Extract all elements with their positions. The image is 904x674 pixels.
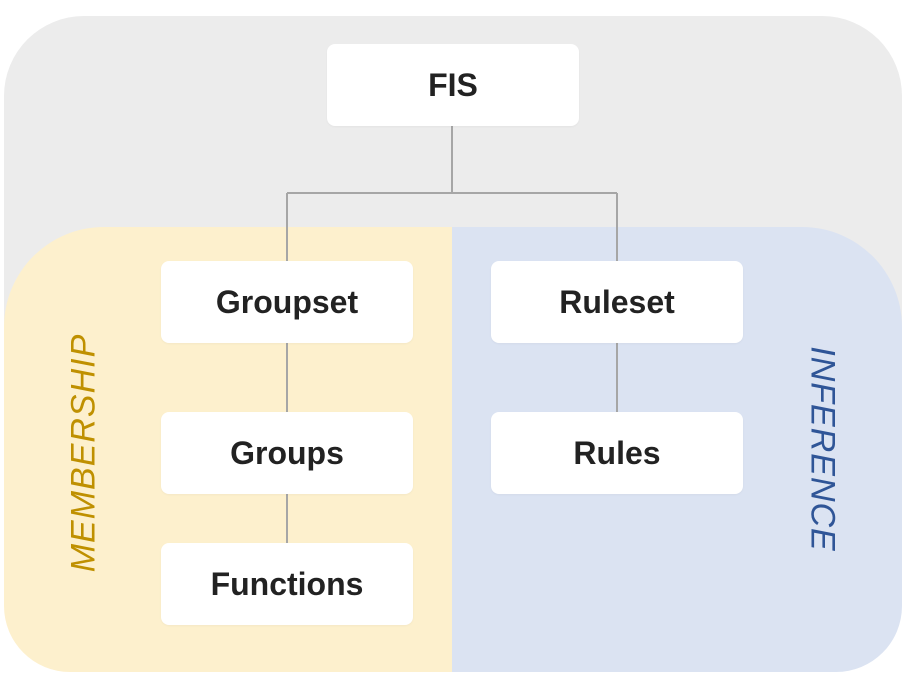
- node-functions: Functions: [161, 543, 413, 625]
- inference-label: INFERENCE: [803, 346, 842, 552]
- node-groupset: Groupset: [161, 261, 413, 343]
- node-fis: FIS: [327, 44, 579, 126]
- node-groups: Groups: [161, 412, 413, 494]
- node-ruleset: Ruleset: [491, 261, 743, 343]
- node-rules: Rules: [491, 412, 743, 494]
- membership-label: MEMBERSHIP: [64, 333, 103, 573]
